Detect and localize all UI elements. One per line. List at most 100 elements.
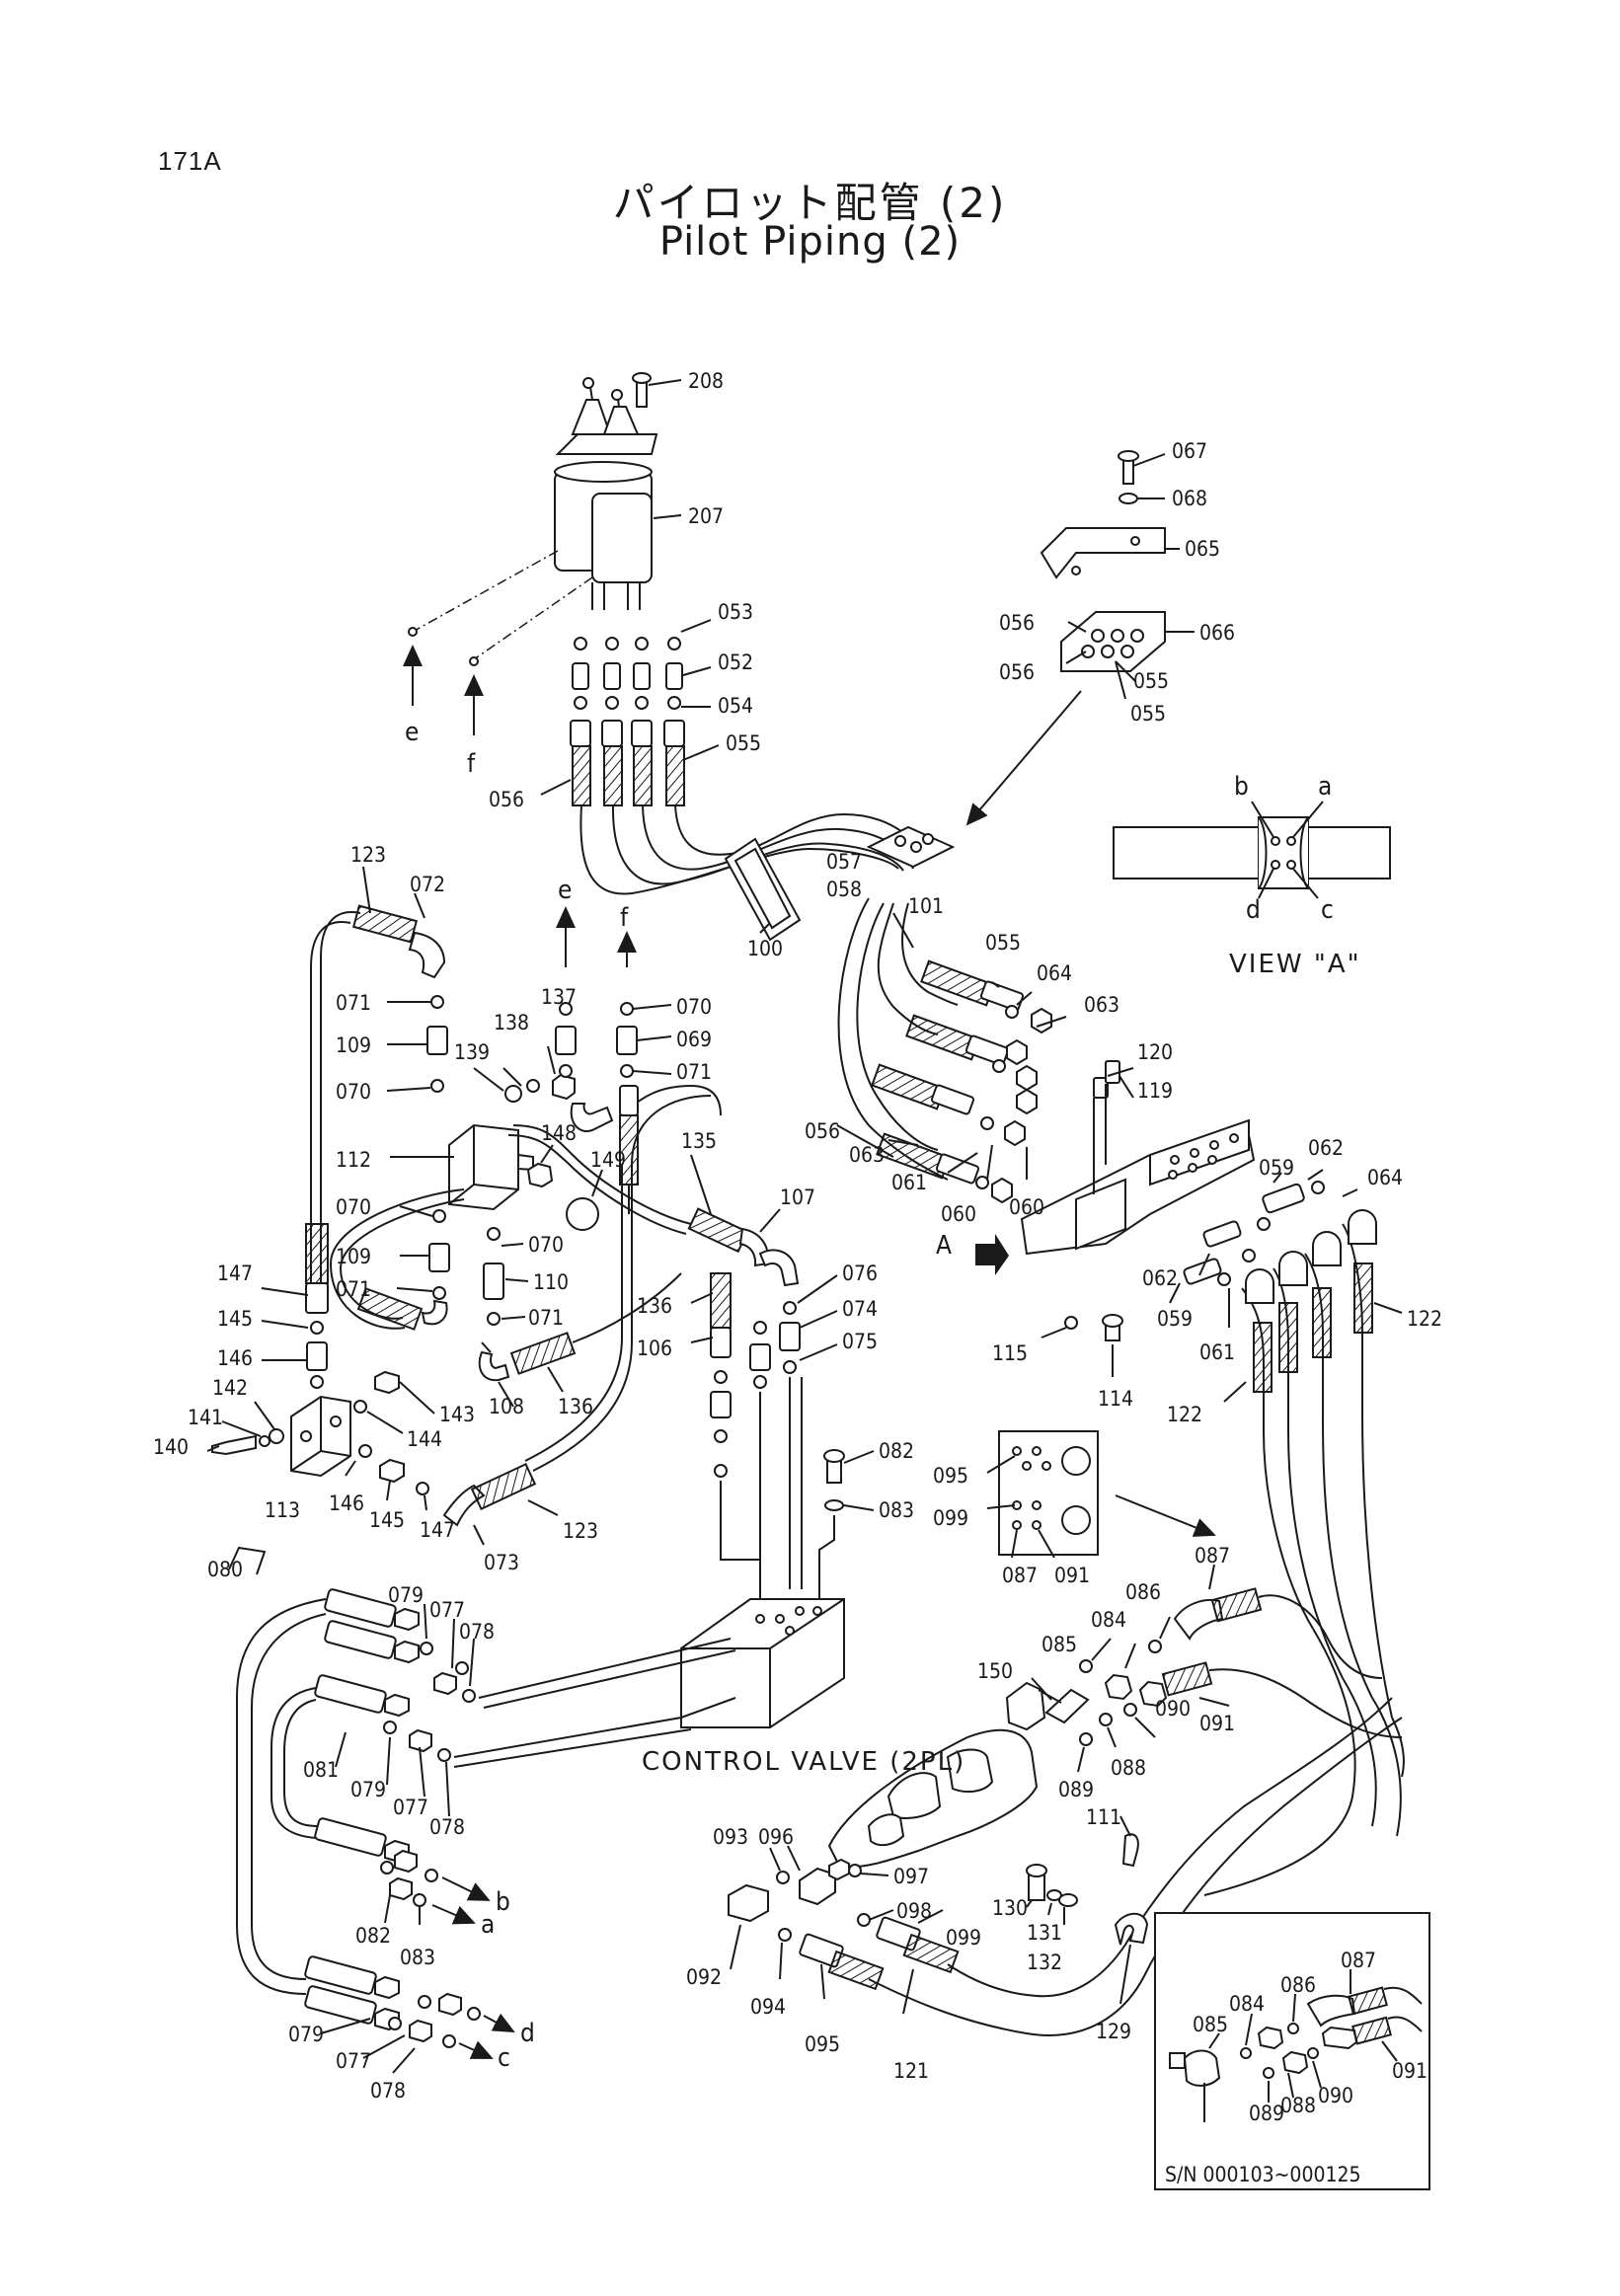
part-label-096: 096: [758, 1825, 794, 1849]
part-label-091-plate: 091: [1054, 1564, 1090, 1587]
part-label-055: 055: [726, 731, 761, 755]
part-label-207: 207: [688, 504, 724, 528]
part-label-078-lower: 078: [370, 2079, 406, 2103]
part-label-064-upper: 064: [1037, 961, 1072, 985]
part-label-083-lower: 083: [400, 1946, 435, 1969]
part-label-140: 140: [153, 1435, 189, 1459]
view-a-detail: [1113, 801, 1391, 899]
part-label-055-bracket-2: 055: [1130, 702, 1166, 726]
part-label-109-lower: 109: [336, 1245, 371, 1268]
part-label-108: 108: [489, 1395, 524, 1418]
part-label-098: 098: [896, 1899, 932, 1923]
part-number-labels: 208 207 067 068 065 056 066 056 055 055 …: [153, 369, 1442, 2125]
part-label-131: 131: [1027, 1921, 1062, 1945]
control-valve-2pl: [728, 1564, 1405, 2036]
part-label-068: 068: [1172, 487, 1207, 510]
part-label-111: 111: [1086, 1805, 1121, 1829]
part-label-119: 119: [1137, 1079, 1173, 1103]
part-label-085-upper: 085: [1041, 1633, 1077, 1656]
part-label-148: 148: [541, 1121, 577, 1145]
port-letter-d: d: [520, 2019, 535, 2048]
part-label-132: 132: [1027, 1951, 1062, 1974]
part-label-089-upper: 089: [1058, 1778, 1094, 1801]
pilot-hoses-right: [836, 897, 1067, 1204]
part-label-123-lower: 123: [563, 1519, 598, 1543]
part-label-083-upper: 083: [879, 1498, 914, 1522]
part-label-112: 112: [336, 1148, 371, 1172]
part-label-084-upper: 084: [1091, 1608, 1126, 1632]
pilot-hoses-upper: [579, 804, 924, 942]
part-label-100: 100: [747, 937, 783, 960]
part-label-147-upper: 147: [217, 1262, 253, 1285]
part-label-070-mid: 070: [336, 1195, 371, 1219]
serial-number-inset: [1154, 1912, 1430, 2190]
part-label-086-inset: 086: [1280, 1973, 1316, 1997]
hose-clamp-bracket: [866, 450, 1195, 869]
part-label-091-inset: 091: [1392, 2059, 1427, 2083]
part-label-135: 135: [681, 1129, 717, 1153]
part-label-090-upper: 090: [1155, 1697, 1191, 1721]
part-label-079-mid: 079: [350, 1778, 386, 1801]
part-label-087-upper: 087: [1195, 1544, 1230, 1568]
part-label-070-left: 070: [336, 1080, 371, 1104]
part-label-052: 052: [718, 651, 753, 674]
pilot-valve-fittings: [540, 619, 720, 806]
part-label-136-lower: 136: [558, 1395, 593, 1418]
part-label-122-lower: 122: [1167, 1403, 1202, 1426]
part-label-076: 076: [842, 1262, 878, 1285]
part-label-081: 081: [303, 1758, 339, 1782]
part-label-208: 208: [688, 369, 724, 393]
page-title-japanese: パイロット配管 (2): [612, 179, 1008, 227]
letter-e-center: e: [558, 876, 572, 905]
part-label-077-mid: 077: [393, 1796, 428, 1819]
part-label-055-bracket: 055: [1133, 669, 1169, 693]
part-label-061-lower: 061: [1199, 1340, 1235, 1364]
part-label-120: 120: [1137, 1040, 1173, 1064]
part-label-077-lower: 077: [336, 2049, 371, 2073]
part-label-056: 056: [489, 788, 524, 811]
part-label-150: 150: [977, 1659, 1013, 1683]
page-title-english: Pilot Piping (2): [658, 219, 962, 265]
part-label-107: 107: [780, 1186, 815, 1209]
part-label-087-plate: 087: [1002, 1564, 1038, 1587]
part-label-077-upper: 077: [429, 1598, 465, 1622]
part-label-130: 130: [992, 1896, 1028, 1920]
part-label-129: 129: [1096, 2020, 1131, 2043]
part-label-056-bracket-upper: 056: [999, 611, 1035, 635]
part-label-057: 057: [826, 850, 862, 874]
center-hose-fittings: [507, 906, 875, 1599]
part-label-060-right: 060: [1009, 1195, 1044, 1219]
part-label-078-upper: 078: [459, 1620, 495, 1644]
part-label-063-lower: 063: [849, 1143, 885, 1167]
part-label-079-lower: 079: [288, 2023, 324, 2046]
part-label-123-upper: 123: [350, 843, 386, 867]
part-label-149: 149: [590, 1148, 626, 1172]
part-label-099-plate: 099: [933, 1506, 968, 1530]
part-label-094: 094: [750, 1995, 786, 2019]
part-label-097: 097: [893, 1865, 929, 1888]
page-number: 171A: [158, 146, 222, 176]
part-label-070-center: 070: [676, 995, 712, 1019]
part-label-087-inset: 087: [1341, 1949, 1376, 1972]
part-label-136-upper: 136: [637, 1294, 672, 1318]
part-label-075: 075: [842, 1330, 878, 1353]
control-valve-block: [680, 1598, 845, 1728]
view-a-letter-b: b: [1234, 772, 1249, 802]
letter-f-left: f: [467, 749, 476, 779]
part-label-072: 072: [410, 873, 445, 896]
part-label-122-right: 122: [1407, 1307, 1442, 1331]
lower-left-hoses: [228, 1546, 736, 2074]
diagram-captions: VIEW "A" CONTROL VALVE (2PL) S/N 000103~…: [642, 950, 1361, 2186]
view-a-caption: VIEW "A": [1229, 950, 1361, 979]
part-label-066: 066: [1199, 621, 1235, 645]
part-label-064-right: 064: [1367, 1166, 1403, 1189]
view-a-letter-d: d: [1246, 895, 1261, 925]
part-label-147-lower: 147: [420, 1518, 455, 1542]
part-label-063-upper: 063: [1084, 993, 1119, 1017]
part-label-101: 101: [908, 894, 944, 918]
part-label-070-right: 070: [528, 1233, 564, 1257]
part-label-062-lower: 062: [1142, 1266, 1178, 1290]
part-label-059-upper: 059: [1259, 1156, 1294, 1180]
